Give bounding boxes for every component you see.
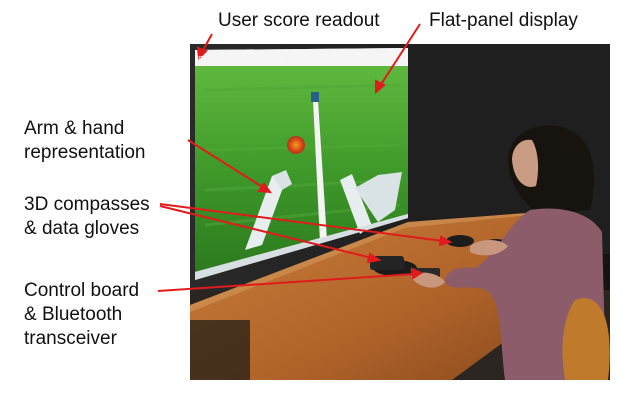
label-score-readout: User score readout: [218, 10, 380, 31]
arrow-compass-1: [159, 203, 444, 242]
person: [410, 125, 610, 380]
label-arm-line1: Arm & hand: [24, 118, 125, 139]
arrow-compass-2: [159, 205, 373, 259]
label-compass-line2: & data gloves: [24, 218, 140, 239]
arrow-control-board: [157, 273, 415, 292]
target-ball: [287, 136, 305, 154]
label-display: Flat-panel display: [429, 10, 578, 31]
virtual-left-arm: [245, 176, 285, 250]
label-control-line3: transceiver: [24, 328, 117, 349]
label-control-line1: Control board: [24, 280, 140, 301]
lane-pole: [313, 100, 327, 242]
table: [190, 212, 540, 380]
points-readout: Points: 160: [198, 55, 251, 64]
label-control-line2: & Bluetooth: [24, 304, 123, 325]
virtual-right-arm: [340, 174, 372, 234]
label-compass-line1: 3D compasses: [24, 194, 150, 215]
arrow-display: [379, 23, 421, 87]
annotation-arrows: [157, 23, 453, 292]
screen-image: [195, 48, 408, 280]
arrow-score-readout: [201, 33, 213, 53]
arrow-arm: [187, 139, 265, 189]
label-arm-line2: representation: [24, 142, 146, 163]
mode-readout: Mode: Normal: [254, 55, 312, 64]
